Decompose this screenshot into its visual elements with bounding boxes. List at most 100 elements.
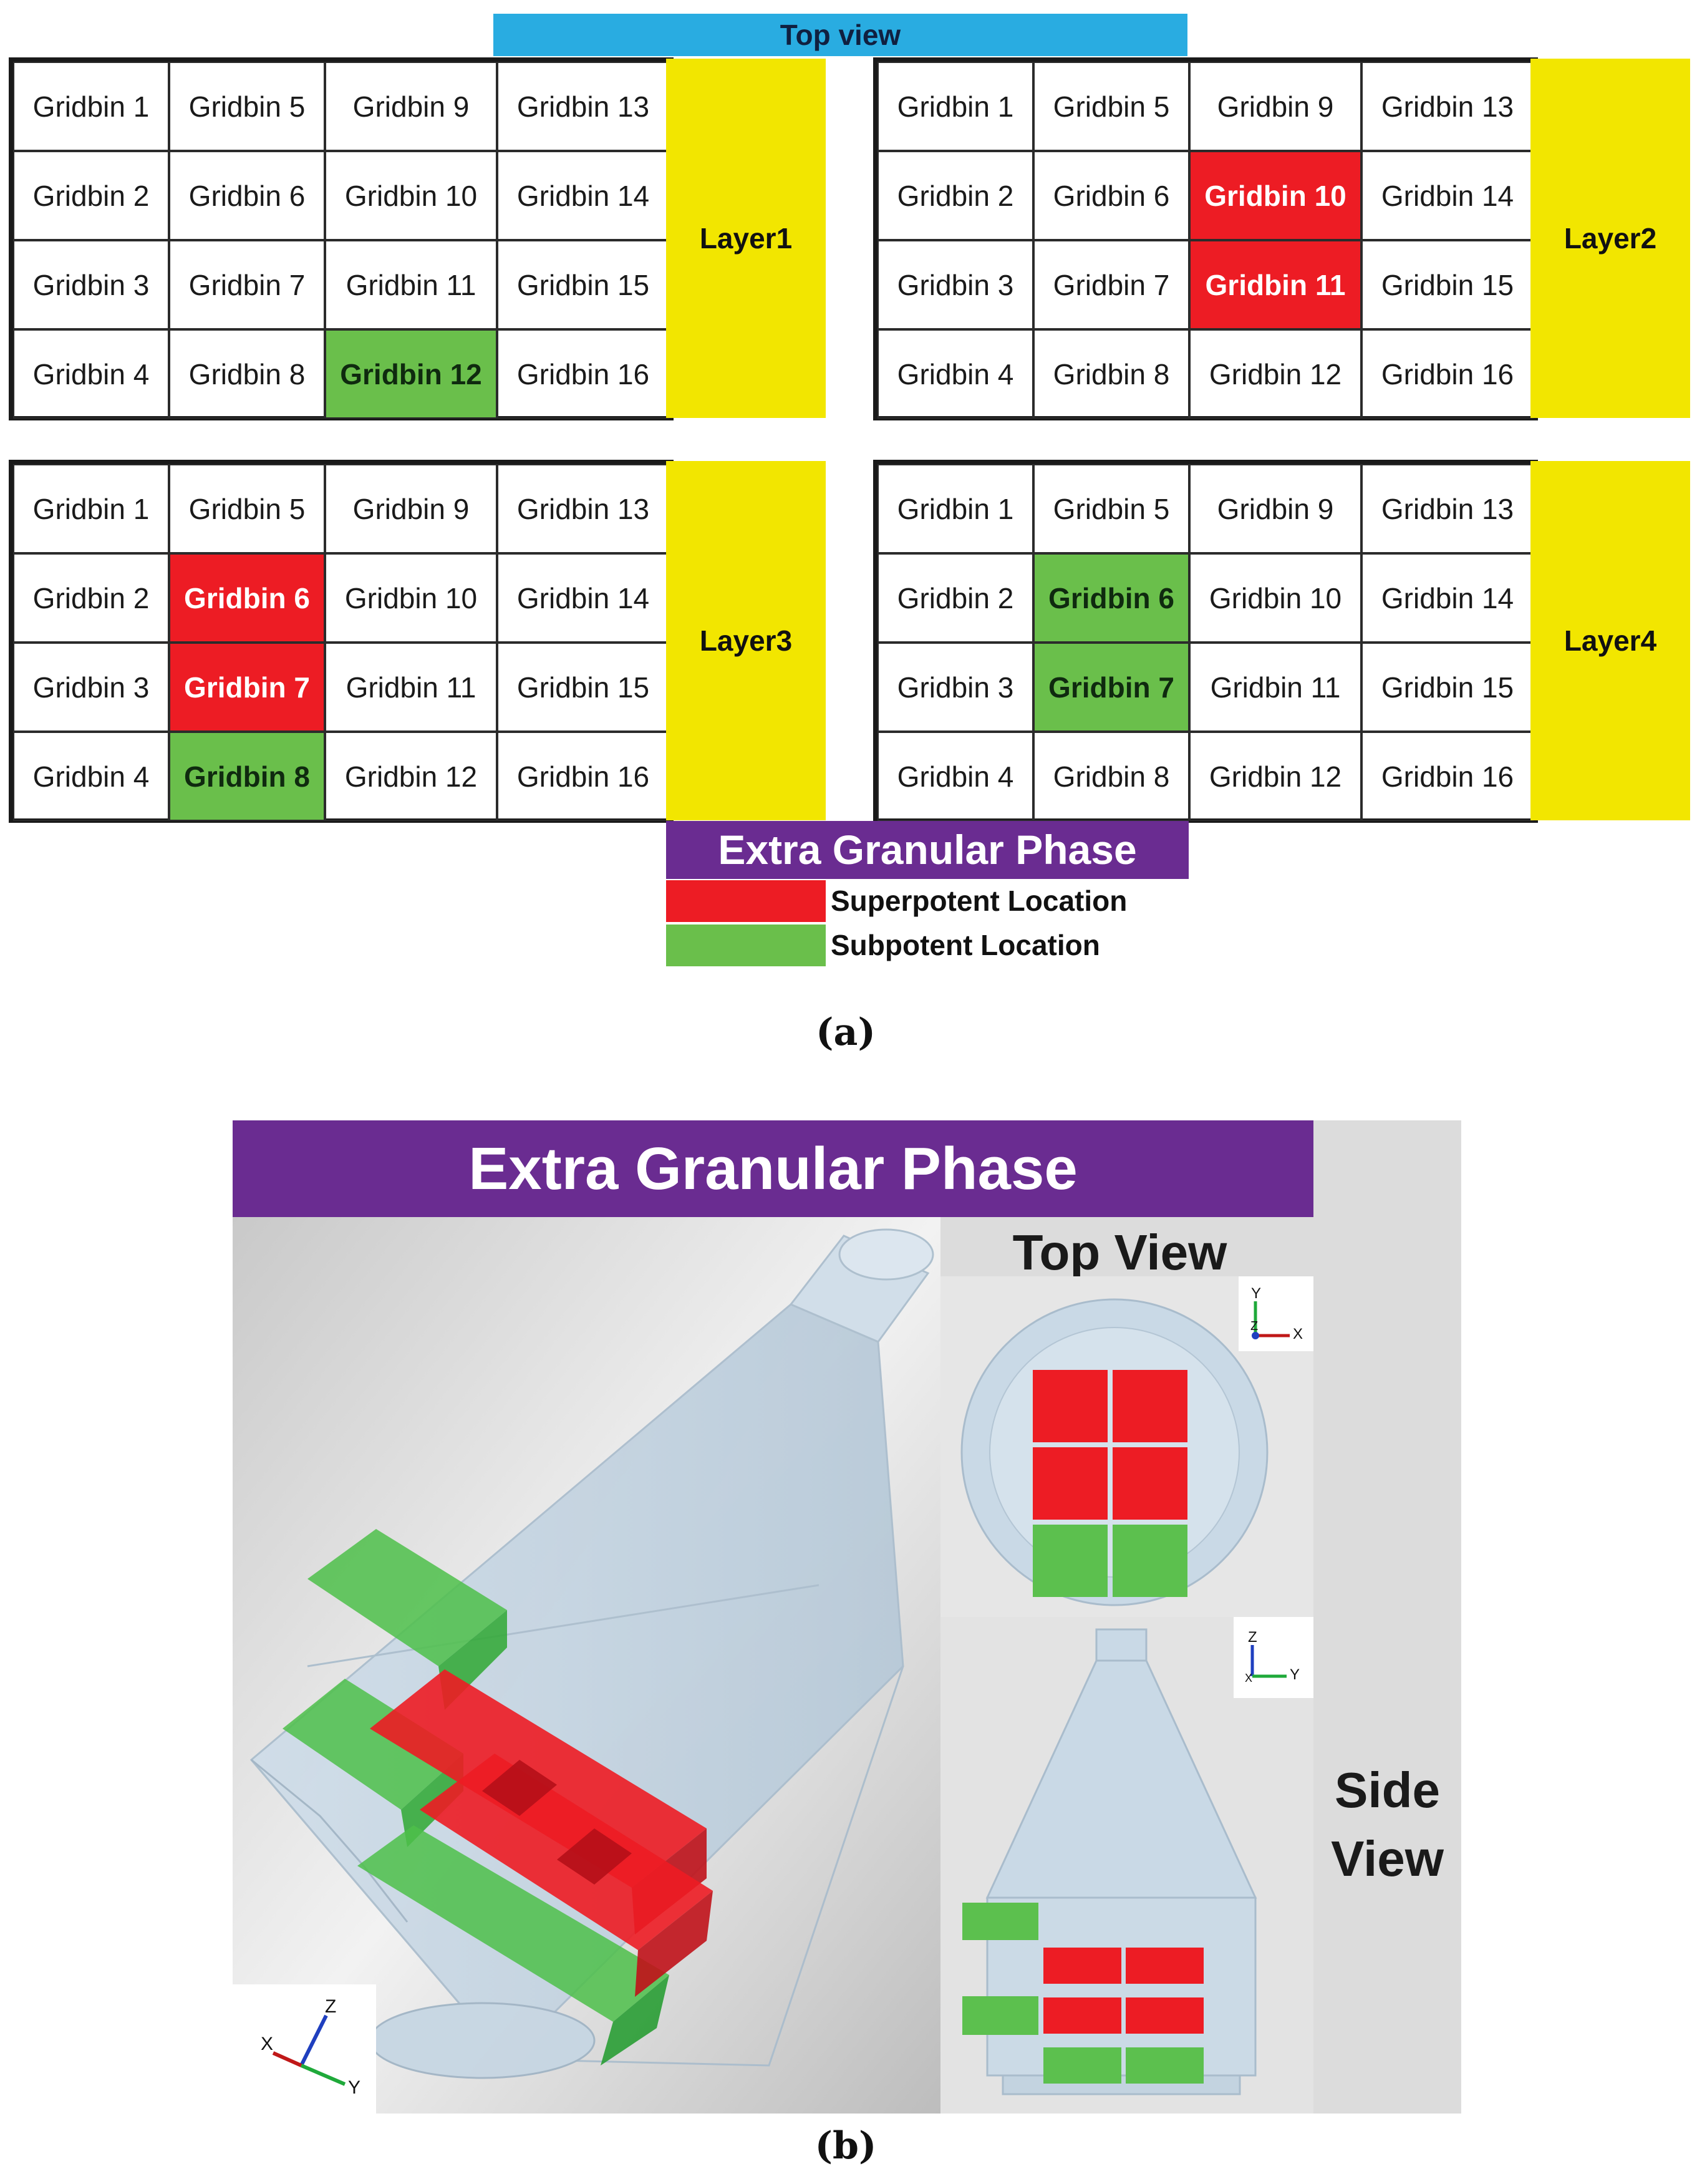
gridbin-cell: Gridbin 4 [13, 329, 169, 419]
gridbin-cell: Gridbin 3 [877, 643, 1033, 732]
side-axis-z: Z [1248, 1629, 1257, 1646]
gridbin-cell: Gridbin 10 [1189, 553, 1361, 643]
top-axis-y: Y [1251, 1285, 1261, 1302]
gridbin-cell: Gridbin 7 [169, 643, 325, 732]
gridbin-cell: Gridbin 8 [1033, 732, 1189, 821]
subpotent-swatch [666, 925, 826, 966]
side-hopper [985, 1628, 1257, 2095]
gridbin-cell: Gridbin 15 [497, 240, 669, 329]
gridbin-cell: Gridbin 5 [169, 62, 325, 151]
gridbin-cell: Gridbin 7 [169, 240, 325, 329]
top-view-red-cells [1033, 1370, 1187, 1520]
gridbin-cell: Gridbin 6 [1033, 553, 1189, 643]
gridbin-cell: Gridbin 3 [13, 240, 169, 329]
superpotent-legend-label: Superpotent Location [831, 885, 1128, 917]
gridbin-cell: Gridbin 13 [497, 62, 669, 151]
gridbin-cell: Gridbin 14 [1361, 553, 1534, 643]
gridbin-cell: Gridbin 13 [1361, 62, 1534, 151]
axis-y-label: Y [348, 2077, 360, 2098]
layer3-label: Layer3 [666, 461, 826, 820]
gridbin-cell: Gridbin 13 [497, 464, 669, 553]
legend-title: Extra Granular Phase [666, 821, 1189, 879]
side-view-green-cells [962, 1903, 1204, 2084]
axis-triad-3d: Z Y X [233, 1984, 376, 2114]
top-axis-x: X [1293, 1326, 1303, 1342]
side-view-label-line1: Side [1335, 1762, 1440, 1818]
gridbin-cell: Gridbin 6 [169, 151, 325, 240]
axis-x-label: X [261, 2034, 273, 2054]
gridbin-cell: Gridbin 16 [1361, 732, 1534, 821]
layer2-label: Layer2 [1530, 59, 1690, 418]
gridbin-cell: Gridbin 4 [877, 329, 1033, 419]
side-view-red-cells [1043, 1948, 1204, 2034]
axis-triad-side: Z Y X [1234, 1617, 1313, 1698]
layer1-label: Layer1 [666, 59, 826, 418]
side-axis-y: Y [1290, 1666, 1300, 1683]
top-axis-z: Z [1250, 1319, 1258, 1333]
gridbin-cell: Gridbin 15 [1361, 240, 1534, 329]
gridbin-cell: Gridbin 3 [877, 240, 1033, 329]
gridbin-cell: Gridbin 11 [325, 240, 497, 329]
gridbin-cell: Gridbin 12 [1189, 732, 1361, 821]
gridbin-cell: Gridbin 13 [1361, 464, 1534, 553]
top-view-banner: Top view [493, 14, 1187, 56]
side-axis-x: X [1245, 1672, 1252, 1684]
gridbin-cell: Gridbin 16 [1361, 329, 1534, 419]
subpotent-legend-label: Subpotent Location [831, 929, 1100, 961]
gridbin-cell: Gridbin 7 [1033, 240, 1189, 329]
gridbin-cell: Gridbin 9 [325, 62, 497, 151]
gridbin-cell: Gridbin 9 [325, 464, 497, 553]
caption-a: (a) [816, 1011, 876, 1054]
gridbin-cell: Gridbin 1 [877, 62, 1033, 151]
gridbin-cell: Gridbin 2 [13, 151, 169, 240]
axis-z-label: Z [325, 1996, 336, 2017]
gridbin-cell: Gridbin 12 [325, 329, 497, 419]
gridbin-cell: Gridbin 1 [877, 464, 1033, 553]
side-view-render: Z Y X [940, 1617, 1313, 2114]
gridbin-cell: Gridbin 14 [497, 151, 669, 240]
gridbin-cell: Gridbin 5 [1033, 62, 1189, 151]
gridbin-cell: Gridbin 9 [1189, 62, 1361, 151]
gridbin-cell: Gridbin 16 [497, 732, 669, 821]
gridbin-cell: Gridbin 5 [169, 464, 325, 553]
gridbin-cell: Gridbin 6 [1033, 151, 1189, 240]
gridbin-cell: Gridbin 8 [169, 329, 325, 419]
superpotent-blocks [370, 1669, 713, 1997]
gridbin-cell: Gridbin 6 [169, 553, 325, 643]
gridbin-cell: Gridbin 12 [325, 732, 497, 821]
gridbin-cell: Gridbin 8 [169, 732, 325, 821]
gridbin-cell: Gridbin 4 [13, 732, 169, 821]
gridbin-cell: Gridbin 9 [1189, 464, 1361, 553]
gridbin-cell: Gridbin 7 [1033, 643, 1189, 732]
gridbin-cell: Gridbin 10 [325, 553, 497, 643]
gridbin-cell: Gridbin 8 [1033, 329, 1189, 419]
gridbin-cell: Gridbin 10 [325, 151, 497, 240]
gridbin-cell: Gridbin 5 [1033, 464, 1189, 553]
caption-b: (b) [815, 2124, 877, 2168]
gridbin-cell: Gridbin 10 [1189, 151, 1361, 240]
gridbin-cell: Gridbin 14 [1361, 151, 1534, 240]
top-view-green-cells [1033, 1525, 1187, 1597]
gridbin-cell: Gridbin 1 [13, 464, 169, 553]
gridbin-cell: Gridbin 2 [877, 151, 1033, 240]
gridbin-cell: Gridbin 2 [877, 553, 1033, 643]
gridbin-cell: Gridbin 12 [1189, 329, 1361, 419]
gridbin-cell: Gridbin 3 [13, 643, 169, 732]
gridbin-cell: Gridbin 15 [497, 643, 669, 732]
gridbin-cell: Gridbin 15 [1361, 643, 1534, 732]
top-view-label: Top View [1012, 1225, 1227, 1280]
side-view-label-line2: View [1331, 1831, 1444, 1886]
gridbin-cell: Gridbin 11 [1189, 643, 1361, 732]
gridbin-cell: Gridbin 4 [877, 732, 1033, 821]
gridbin-cell: Gridbin 2 [13, 553, 169, 643]
gridbin-cell: Gridbin 11 [1189, 240, 1361, 329]
top-view-render: Y X Z [940, 1276, 1313, 1617]
gridbin-cell: Gridbin 14 [497, 553, 669, 643]
gridbin-cell: Gridbin 1 [13, 62, 169, 151]
isometric-render: Z Y X [233, 1217, 940, 2114]
panel-b-title: Extra Granular Phase [233, 1120, 1313, 1217]
axis-triad-top: Y X Z [1239, 1276, 1313, 1351]
